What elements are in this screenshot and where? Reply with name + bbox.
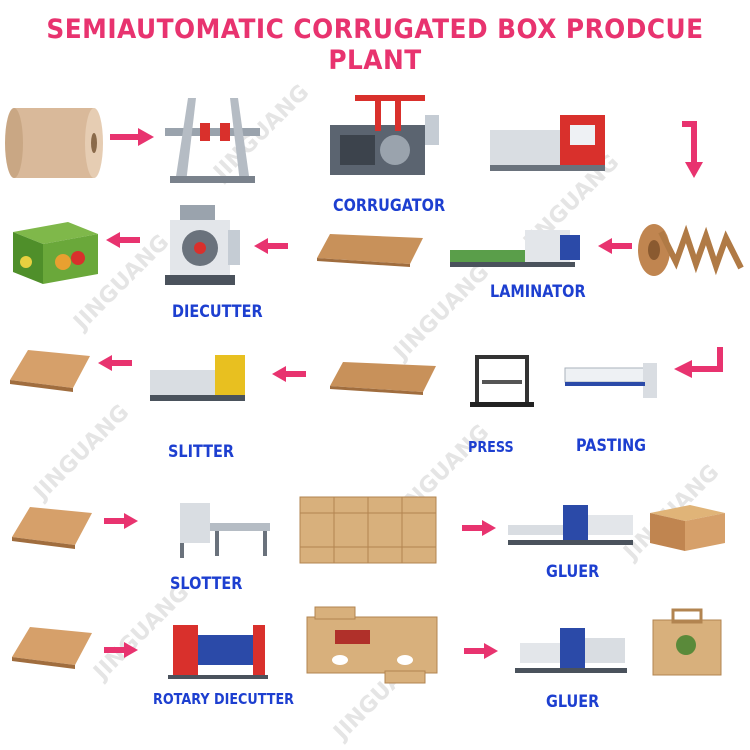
label-slotter: SLOTTER (170, 574, 243, 594)
fruit-box-image (13, 222, 98, 284)
label-laminator: LAMINATOR (490, 282, 586, 302)
board-sheet-image (330, 362, 436, 395)
press-machine-image (470, 355, 534, 407)
flow-arrow-right (464, 643, 498, 659)
flow-arrow-left (106, 232, 140, 248)
flow-arrow-right (104, 513, 138, 529)
corrugator-machine-image (330, 95, 439, 175)
slotter-machine-image (180, 503, 270, 558)
label-rotary-diecutter: ROTARY DIECUTTER (153, 690, 294, 708)
diecut-blank-image (306, 606, 438, 684)
label-pasting: PASTING (576, 436, 647, 456)
paper-roll-image (5, 108, 103, 178)
gluer-machine-image (508, 505, 633, 545)
flow-arrow-right (104, 642, 138, 658)
board-stack-image (12, 507, 92, 549)
board-sheet-image (317, 234, 423, 267)
board-stack-image (12, 627, 92, 669)
gluer-machine-image (515, 628, 627, 673)
flow-arrow-right (462, 520, 496, 536)
rotary-diecutter-machine-image (168, 625, 268, 679)
flow-arrow-right (110, 128, 154, 146)
mill-roll-stand-image (165, 98, 260, 183)
diecutter-machine-image (165, 205, 240, 285)
slitter-machine-image (150, 355, 245, 401)
pasting-machine-image (564, 363, 657, 398)
label-diecutter: DIECUTTER (172, 302, 263, 322)
flow-arrow-left (98, 355, 132, 371)
flow-arrow-left (254, 238, 288, 254)
page-title: SEMIAUTOMATIC CORRUGATED BOX PRODCUE PLA… (46, 14, 704, 76)
label-gluer: GLUER (546, 562, 600, 582)
carry-box-image (652, 608, 722, 676)
corrugated-roll-image (638, 224, 744, 276)
label-corrugator: CORRUGATOR (333, 196, 446, 216)
flow-arrow-down (682, 121, 703, 178)
flow-arrow-down-left (674, 347, 723, 378)
label-press: PRESS (468, 438, 514, 456)
box-blank-image (299, 496, 437, 564)
flow-arrow-left (272, 366, 306, 382)
cardboard-box-image (650, 505, 725, 551)
cutter-machine-image (490, 115, 605, 171)
label-gluer: GLUER (546, 692, 600, 712)
flow-arrow-left (598, 238, 632, 254)
label-slitter: SLITTER (168, 442, 235, 462)
board-stack-image (10, 350, 90, 392)
laminator-machine-image (450, 230, 580, 267)
watermark: JINGUANG (29, 399, 135, 506)
